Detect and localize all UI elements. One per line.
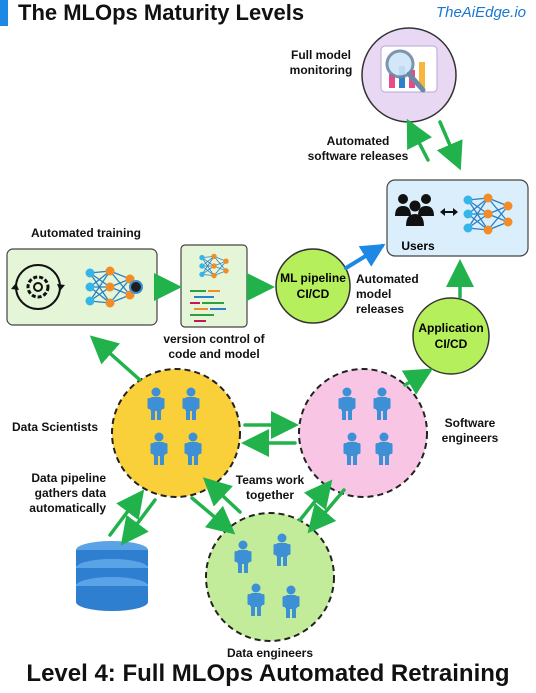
arrow-scientists-to-training	[89, 335, 142, 382]
automation-gear-icon	[11, 264, 65, 310]
data-engineers-label: Data engineers	[226, 646, 314, 660]
app-cicd-node	[412, 297, 490, 375]
data-scientists-circle	[111, 368, 241, 498]
data-scientists-label: Data Scientists	[12, 420, 99, 434]
arrow-monitoring-to-users	[436, 120, 463, 171]
arrow-dataeng-to-scientists	[202, 477, 242, 514]
arrow-dataeng-to-engineers	[298, 479, 333, 522]
arrow-engineers-to-app	[401, 368, 434, 395]
footer-title: Level 4: Full MLOps Automated Retraining	[26, 660, 510, 687]
code-lines-icon	[190, 290, 226, 322]
arrow-database-to-scientists	[108, 489, 145, 537]
ml-pipeline-node	[275, 248, 351, 324]
double-arrow-icon	[440, 208, 458, 216]
arrow-engineers-to-dataeng	[307, 488, 346, 534]
monitoring-node	[361, 27, 457, 123]
arrow-scientists-to-database	[120, 498, 157, 546]
version-control-box	[180, 244, 248, 328]
page-title: The MLOps Maturity Levels	[0, 0, 304, 26]
data-engineers-circle	[205, 512, 335, 642]
users-label: Users	[401, 239, 435, 253]
ml-pipeline-label-2: CI/CD	[297, 287, 330, 301]
brand-watermark: TheAiEdge.io	[435, 4, 526, 21]
automated-training-label: Automated training	[31, 226, 141, 240]
arrow-users-to-monitoring	[406, 118, 433, 162]
training-box	[6, 248, 158, 326]
app-cicd-label-2: CI/CD	[435, 337, 468, 351]
software-engineers-circle	[298, 368, 428, 498]
users-box	[386, 179, 529, 257]
arrow-pipeline-to-users	[344, 243, 386, 270]
arrow-scientists-to-dataeng	[190, 496, 236, 535]
app-cicd-label-1: Application	[418, 321, 483, 335]
database-icon	[76, 541, 148, 611]
users-people-icon	[395, 194, 434, 226]
ml-pipeline-label-1: ML pipeline	[280, 271, 346, 285]
